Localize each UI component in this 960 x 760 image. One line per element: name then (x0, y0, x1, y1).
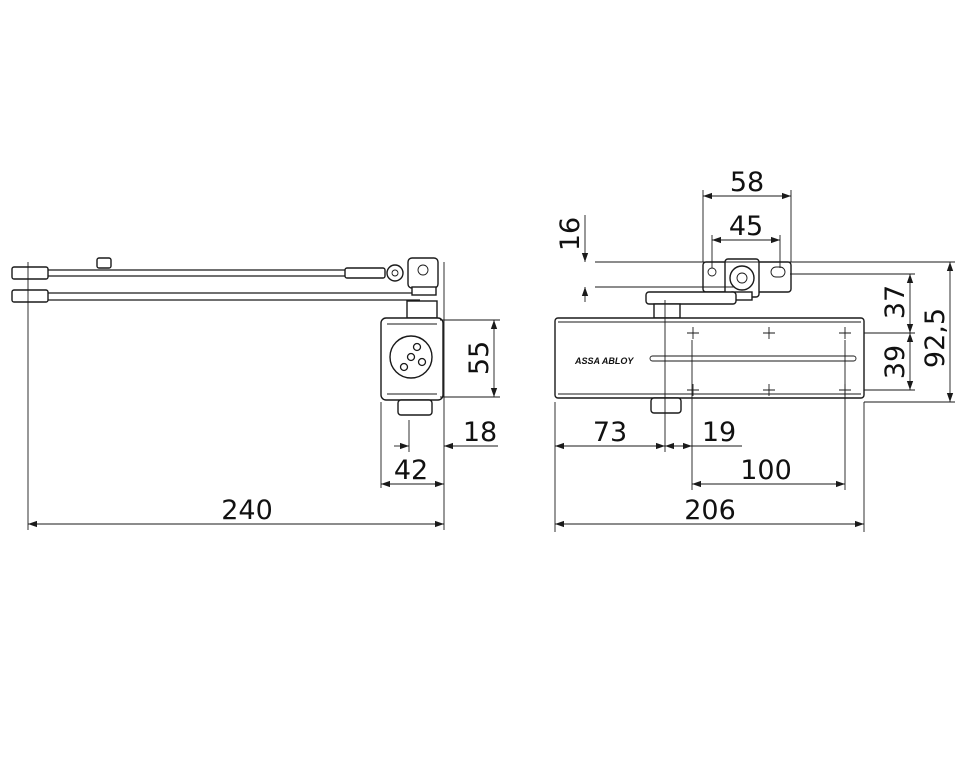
dim-18-label: 18 (463, 417, 497, 448)
dim-58: 58 (703, 167, 791, 200)
dim-42-label: 42 (394, 455, 428, 486)
dim-240: 240 (28, 495, 444, 528)
dim-92-5-label: 92,5 (920, 308, 951, 368)
dim-55-label: 55 (464, 341, 495, 375)
dim-45-label: 45 (729, 211, 763, 242)
assa-abloy-logo: ASSA ABLOY (574, 356, 634, 366)
front-view: ASSA ABLOY (554, 167, 955, 532)
dim-73: 73 (555, 417, 665, 450)
dim-16: 16 (555, 215, 589, 302)
arm-shoe (645, 291, 737, 319)
dim-100: 100 (692, 455, 845, 488)
dim-39-label: 39 (880, 345, 911, 379)
closer-body-front: ASSA ABLOY (554, 317, 865, 414)
dim-19: 19 (665, 417, 742, 450)
dim-73-label: 73 (593, 417, 627, 448)
dim-37: 37 (880, 274, 914, 333)
front-extension-lines (554, 190, 955, 532)
dim-16-label: 16 (555, 217, 586, 251)
dim-18: 18 (394, 417, 498, 450)
dim-42: 42 (381, 455, 444, 488)
dim-37-label: 37 (880, 285, 911, 319)
closer-arm (11, 257, 439, 303)
dim-100-label: 100 (740, 455, 792, 486)
dim-240-label: 240 (221, 495, 273, 526)
side-extension-lines (27, 262, 500, 530)
dim-92-5: 92,5 (920, 262, 954, 402)
dim-45: 45 (712, 211, 780, 244)
closer-body-side (380, 300, 444, 416)
dim-58-label: 58 (730, 167, 764, 198)
side-view: 240 42 18 55 (11, 257, 500, 530)
dim-39: 39 (880, 333, 914, 390)
dim-206: 206 (555, 495, 864, 528)
dim-19-label: 19 (702, 417, 736, 448)
dim-206-label: 206 (684, 495, 736, 526)
mounting-bracket (702, 258, 792, 301)
dim-55: 55 (464, 320, 498, 397)
